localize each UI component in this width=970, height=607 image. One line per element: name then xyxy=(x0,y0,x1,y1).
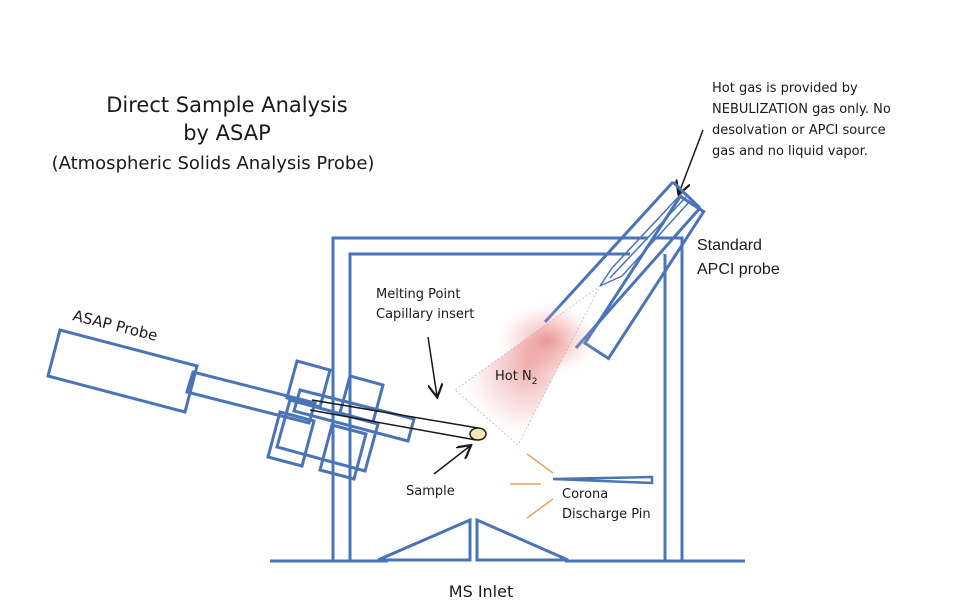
sample-dot xyxy=(469,427,487,441)
note-line-2: NEBULIZATION gas only. No xyxy=(712,102,891,117)
ms-inlet-base xyxy=(270,517,745,563)
apci-label-line-2: APCI probe xyxy=(697,261,780,278)
apci-probe xyxy=(582,194,706,361)
asap-probe-label: ASAP Probe xyxy=(71,306,159,344)
asap-probe xyxy=(46,328,416,481)
source-housing xyxy=(331,236,684,560)
note-line-4: gas and no liquid vapor. xyxy=(712,144,868,159)
melting-arrow xyxy=(427,336,437,396)
hot-gas-label: Hot N2 xyxy=(495,369,537,387)
corona-pin xyxy=(552,475,654,485)
corona-label-line-1: Corona xyxy=(562,487,608,502)
discharge-rays xyxy=(510,453,554,519)
title-line-2: by ASAP xyxy=(183,121,271,145)
ms-inlet-label: MS Inlet xyxy=(449,582,513,601)
note-line-1: Hot gas is provided by xyxy=(712,81,858,96)
title-line-3: (Atmospheric Solids Analysis Probe) xyxy=(52,153,375,174)
sample-arrow xyxy=(433,446,470,475)
note-line-3: desolvation or APCI source xyxy=(712,123,886,138)
melting-label-line-1: Melting Point xyxy=(376,287,460,302)
title-line-1: Direct Sample Analysis xyxy=(106,93,348,117)
apci-label-line-1: Standard xyxy=(697,237,762,254)
hot-gas-text: Hot N xyxy=(495,369,532,384)
corona-label-line-2: Discharge Pin xyxy=(562,507,651,522)
capillary-insert xyxy=(309,399,487,441)
hot-gas-subscript: 2 xyxy=(532,377,538,387)
melting-label-line-2: Capillary insert xyxy=(376,307,474,322)
sample-label: Sample xyxy=(406,484,455,499)
hot-gas-plume xyxy=(454,285,603,446)
note-arrow xyxy=(679,129,704,193)
